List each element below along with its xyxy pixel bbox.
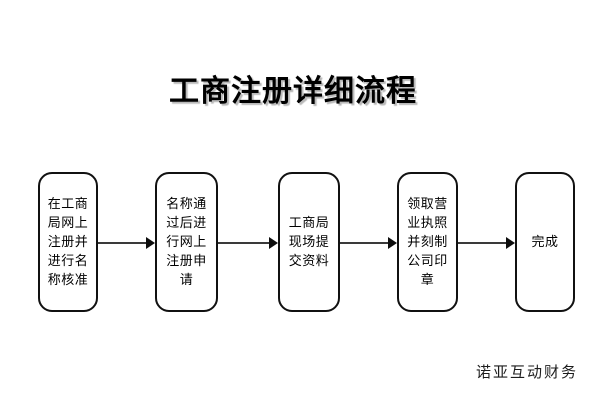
flow-node-step-2[interactable]: 名称通 过后进 行网上 注册申 请	[155, 172, 218, 312]
flow-node-step-1[interactable]: 在工商 局网上 注册并 进行名 称核准	[38, 172, 98, 312]
flow-arrow-4	[458, 237, 515, 249]
flow-arrow-2	[218, 237, 278, 249]
arrow-head-icon	[269, 237, 278, 249]
arrow-shaft	[98, 242, 147, 244]
flow-node-label: 在工商 局网上 注册并 进行名 称核准	[47, 196, 89, 288]
flow-node-label: 完成	[531, 234, 559, 250]
arrow-head-icon	[146, 237, 155, 249]
flow-arrow-1	[98, 237, 155, 249]
flow-node-label: 名称通 过后进 行网上 注册申 请	[166, 196, 207, 288]
flow-arrow-3	[340, 237, 397, 249]
process-flow-row: 在工商 局网上 注册并 进行名 称核准 名称通 过后进 行网上 注册申 请 工商…	[0, 172, 600, 314]
flow-node-step-4[interactable]: 领取营 业执照 并刻制 公司印 章	[397, 172, 458, 312]
page-title: 工商注册详细流程	[169, 74, 417, 109]
arrow-head-icon	[506, 237, 515, 249]
arrow-shaft	[218, 242, 270, 244]
arrow-head-icon	[388, 237, 397, 249]
watermark-text: 诺亚互动财务	[475, 363, 578, 381]
flow-node-step-5[interactable]: 完成	[515, 172, 575, 312]
flow-node-step-3[interactable]: 工商局 现场提 交资料	[278, 172, 340, 312]
flow-node-label: 领取营 业执照 并刻制 公司印 章	[407, 196, 448, 288]
arrow-shaft	[458, 242, 507, 244]
flow-node-label: 工商局 现场提 交资料	[288, 215, 330, 269]
arrow-shaft	[340, 242, 389, 244]
